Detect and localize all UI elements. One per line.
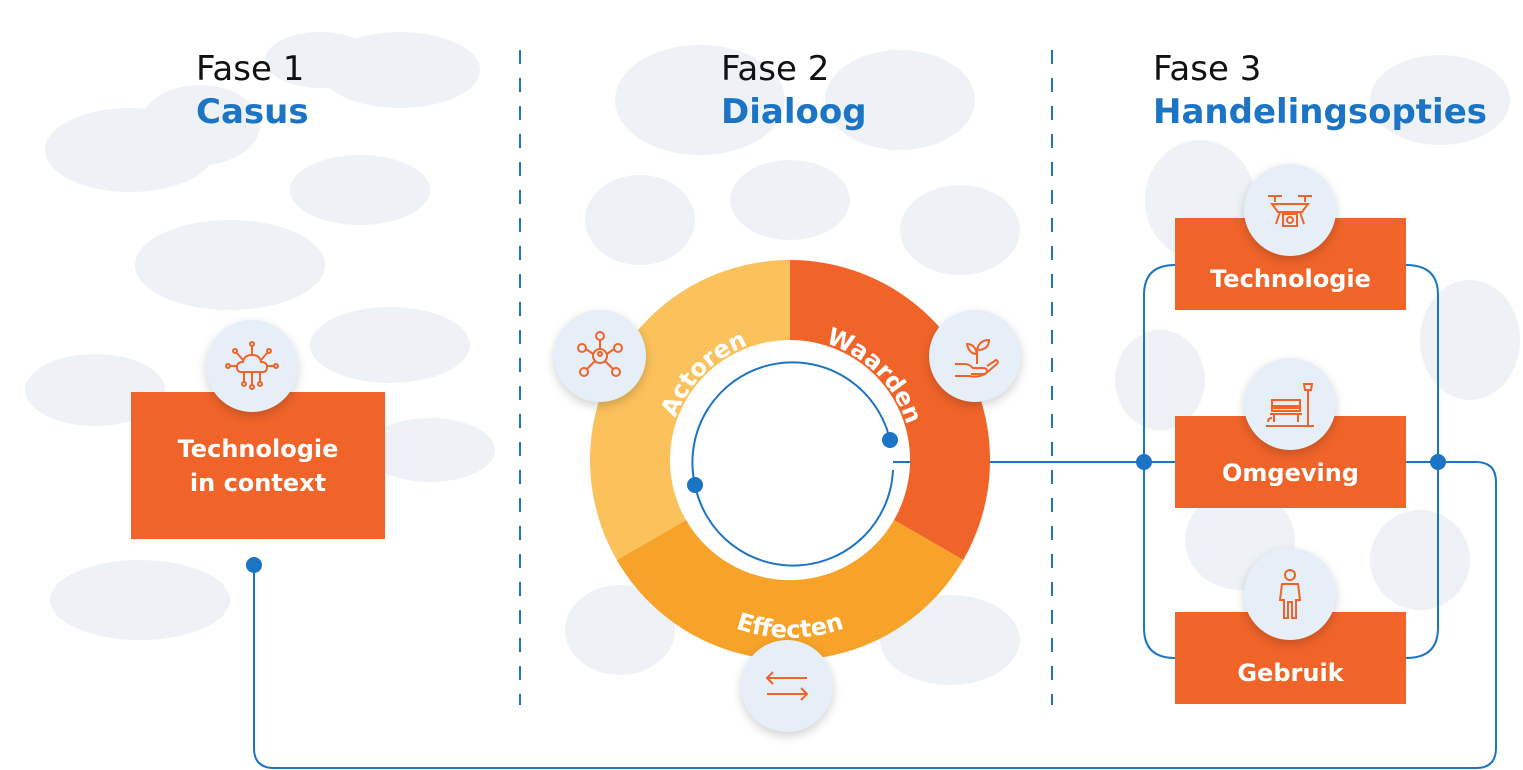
phase-3-title: Handelingsopties bbox=[1153, 92, 1487, 132]
phase-1-title: Casus bbox=[196, 92, 309, 132]
actoren-badge bbox=[554, 310, 646, 402]
speech-bubble-decorations bbox=[565, 45, 1020, 685]
phase-3-label: Fase 3 bbox=[1153, 49, 1262, 89]
connector-dots bbox=[246, 454, 1446, 573]
option-omgeving-label: Omgeving bbox=[1221, 459, 1359, 487]
effecten-badge bbox=[741, 640, 833, 732]
phase-2-label: Fase 2 bbox=[721, 49, 830, 89]
connector-dot bbox=[1136, 454, 1152, 470]
omgeving-badge bbox=[1244, 358, 1336, 450]
phase-2-title: Dialoog bbox=[721, 92, 867, 132]
phase-1-label: Fase 1 bbox=[196, 49, 305, 89]
drone-icon bbox=[1268, 195, 1312, 227]
connector-dot bbox=[246, 557, 262, 573]
return-loop-line bbox=[253, 461, 1497, 769]
option-technologie-label: Technologie bbox=[1210, 265, 1371, 293]
cycle-dot-right bbox=[882, 432, 898, 448]
casus-line-1: Technologie bbox=[177, 434, 339, 463]
cloud-network-icon bbox=[225, 341, 279, 390]
gebruik-badge bbox=[1244, 548, 1336, 640]
inner-cycle-arc-top bbox=[691, 361, 891, 486]
ring-segment-effecten bbox=[616, 520, 964, 660]
bench-streetlamp-icon bbox=[1266, 383, 1314, 427]
cycle-dot-left bbox=[687, 477, 703, 493]
option-omgeving: Omgeving bbox=[1175, 416, 1406, 508]
inner-cycle-arc-bottom bbox=[694, 469, 894, 567]
person-icon bbox=[1278, 569, 1302, 619]
waarden-badge bbox=[929, 310, 1021, 402]
option-gebruik-label: Gebruik bbox=[1237, 659, 1344, 687]
casus-badge bbox=[206, 320, 298, 412]
cloud-decorations bbox=[25, 32, 495, 640]
casus-line-2: in context bbox=[189, 468, 327, 497]
network-people-icon bbox=[577, 331, 623, 377]
ring-segment-waarden bbox=[790, 260, 990, 560]
technologie-badge bbox=[1244, 164, 1336, 256]
ring-segment-actoren bbox=[590, 260, 790, 560]
connector-dot bbox=[1430, 454, 1446, 470]
exchange-arrows-icon bbox=[765, 671, 809, 701]
casus-box: Technologie in context bbox=[131, 392, 385, 539]
hand-plant-icon bbox=[955, 338, 999, 378]
